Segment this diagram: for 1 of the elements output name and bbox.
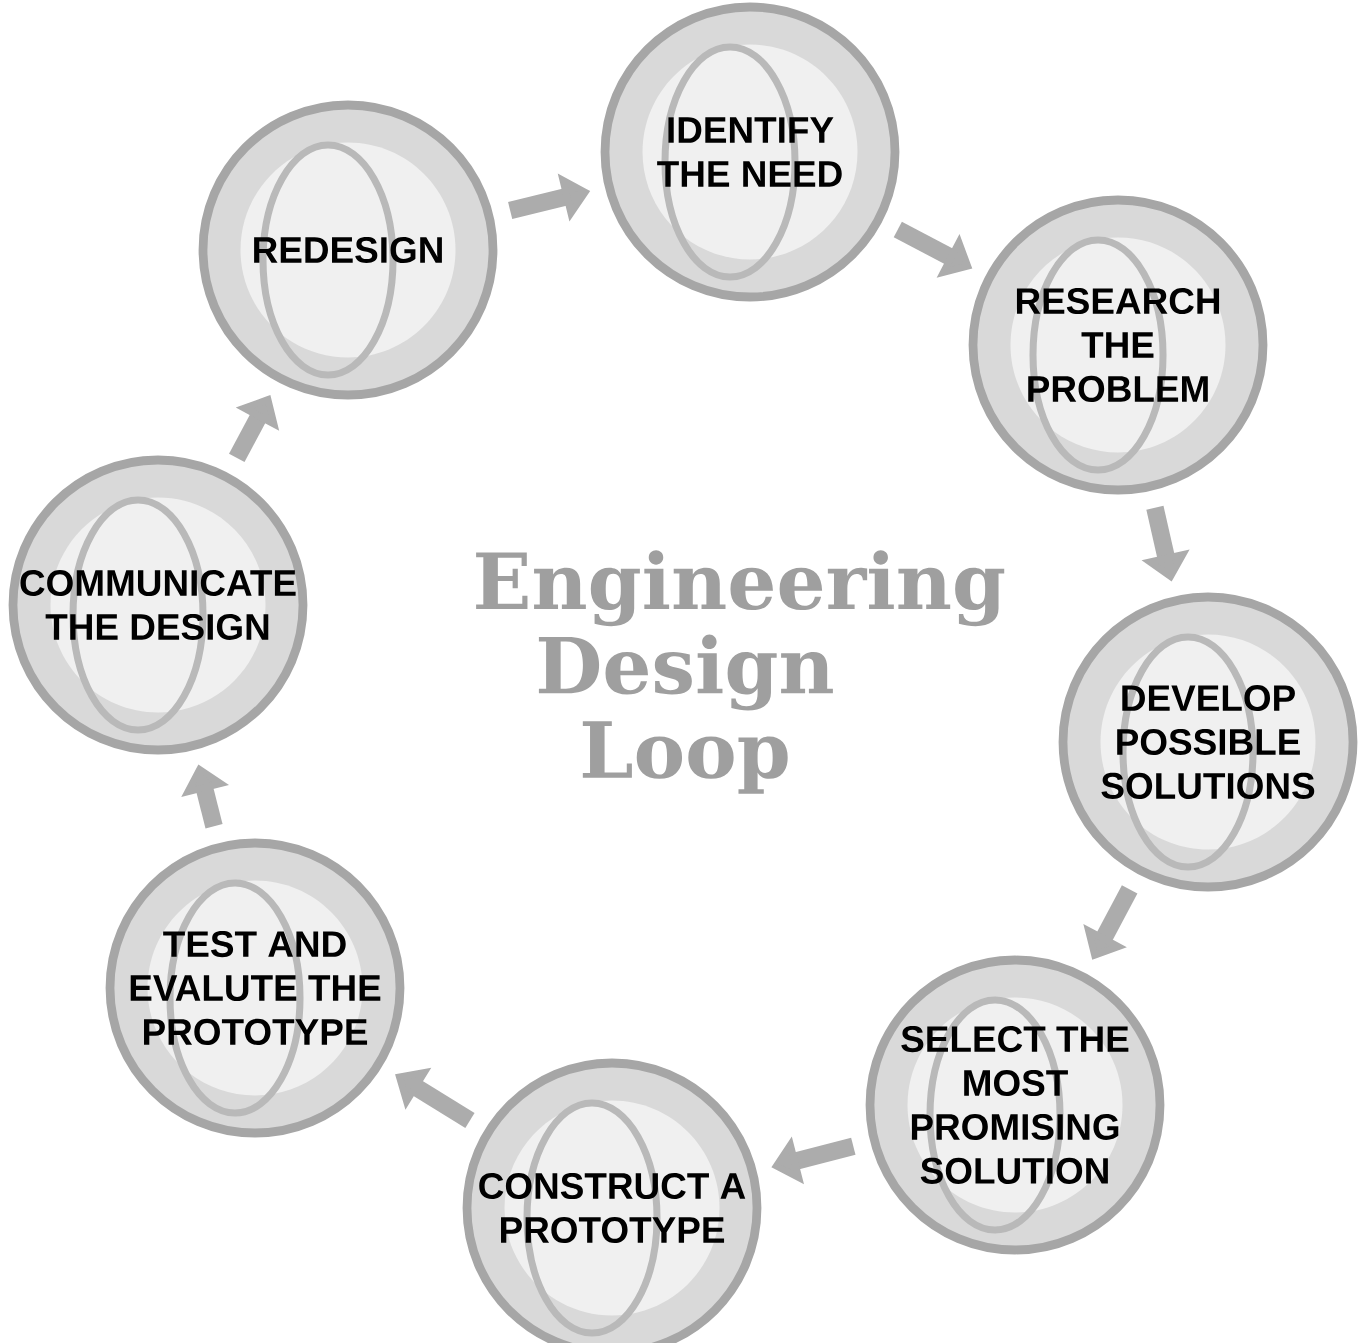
title: Engineering Design Loop [476,550,1005,794]
